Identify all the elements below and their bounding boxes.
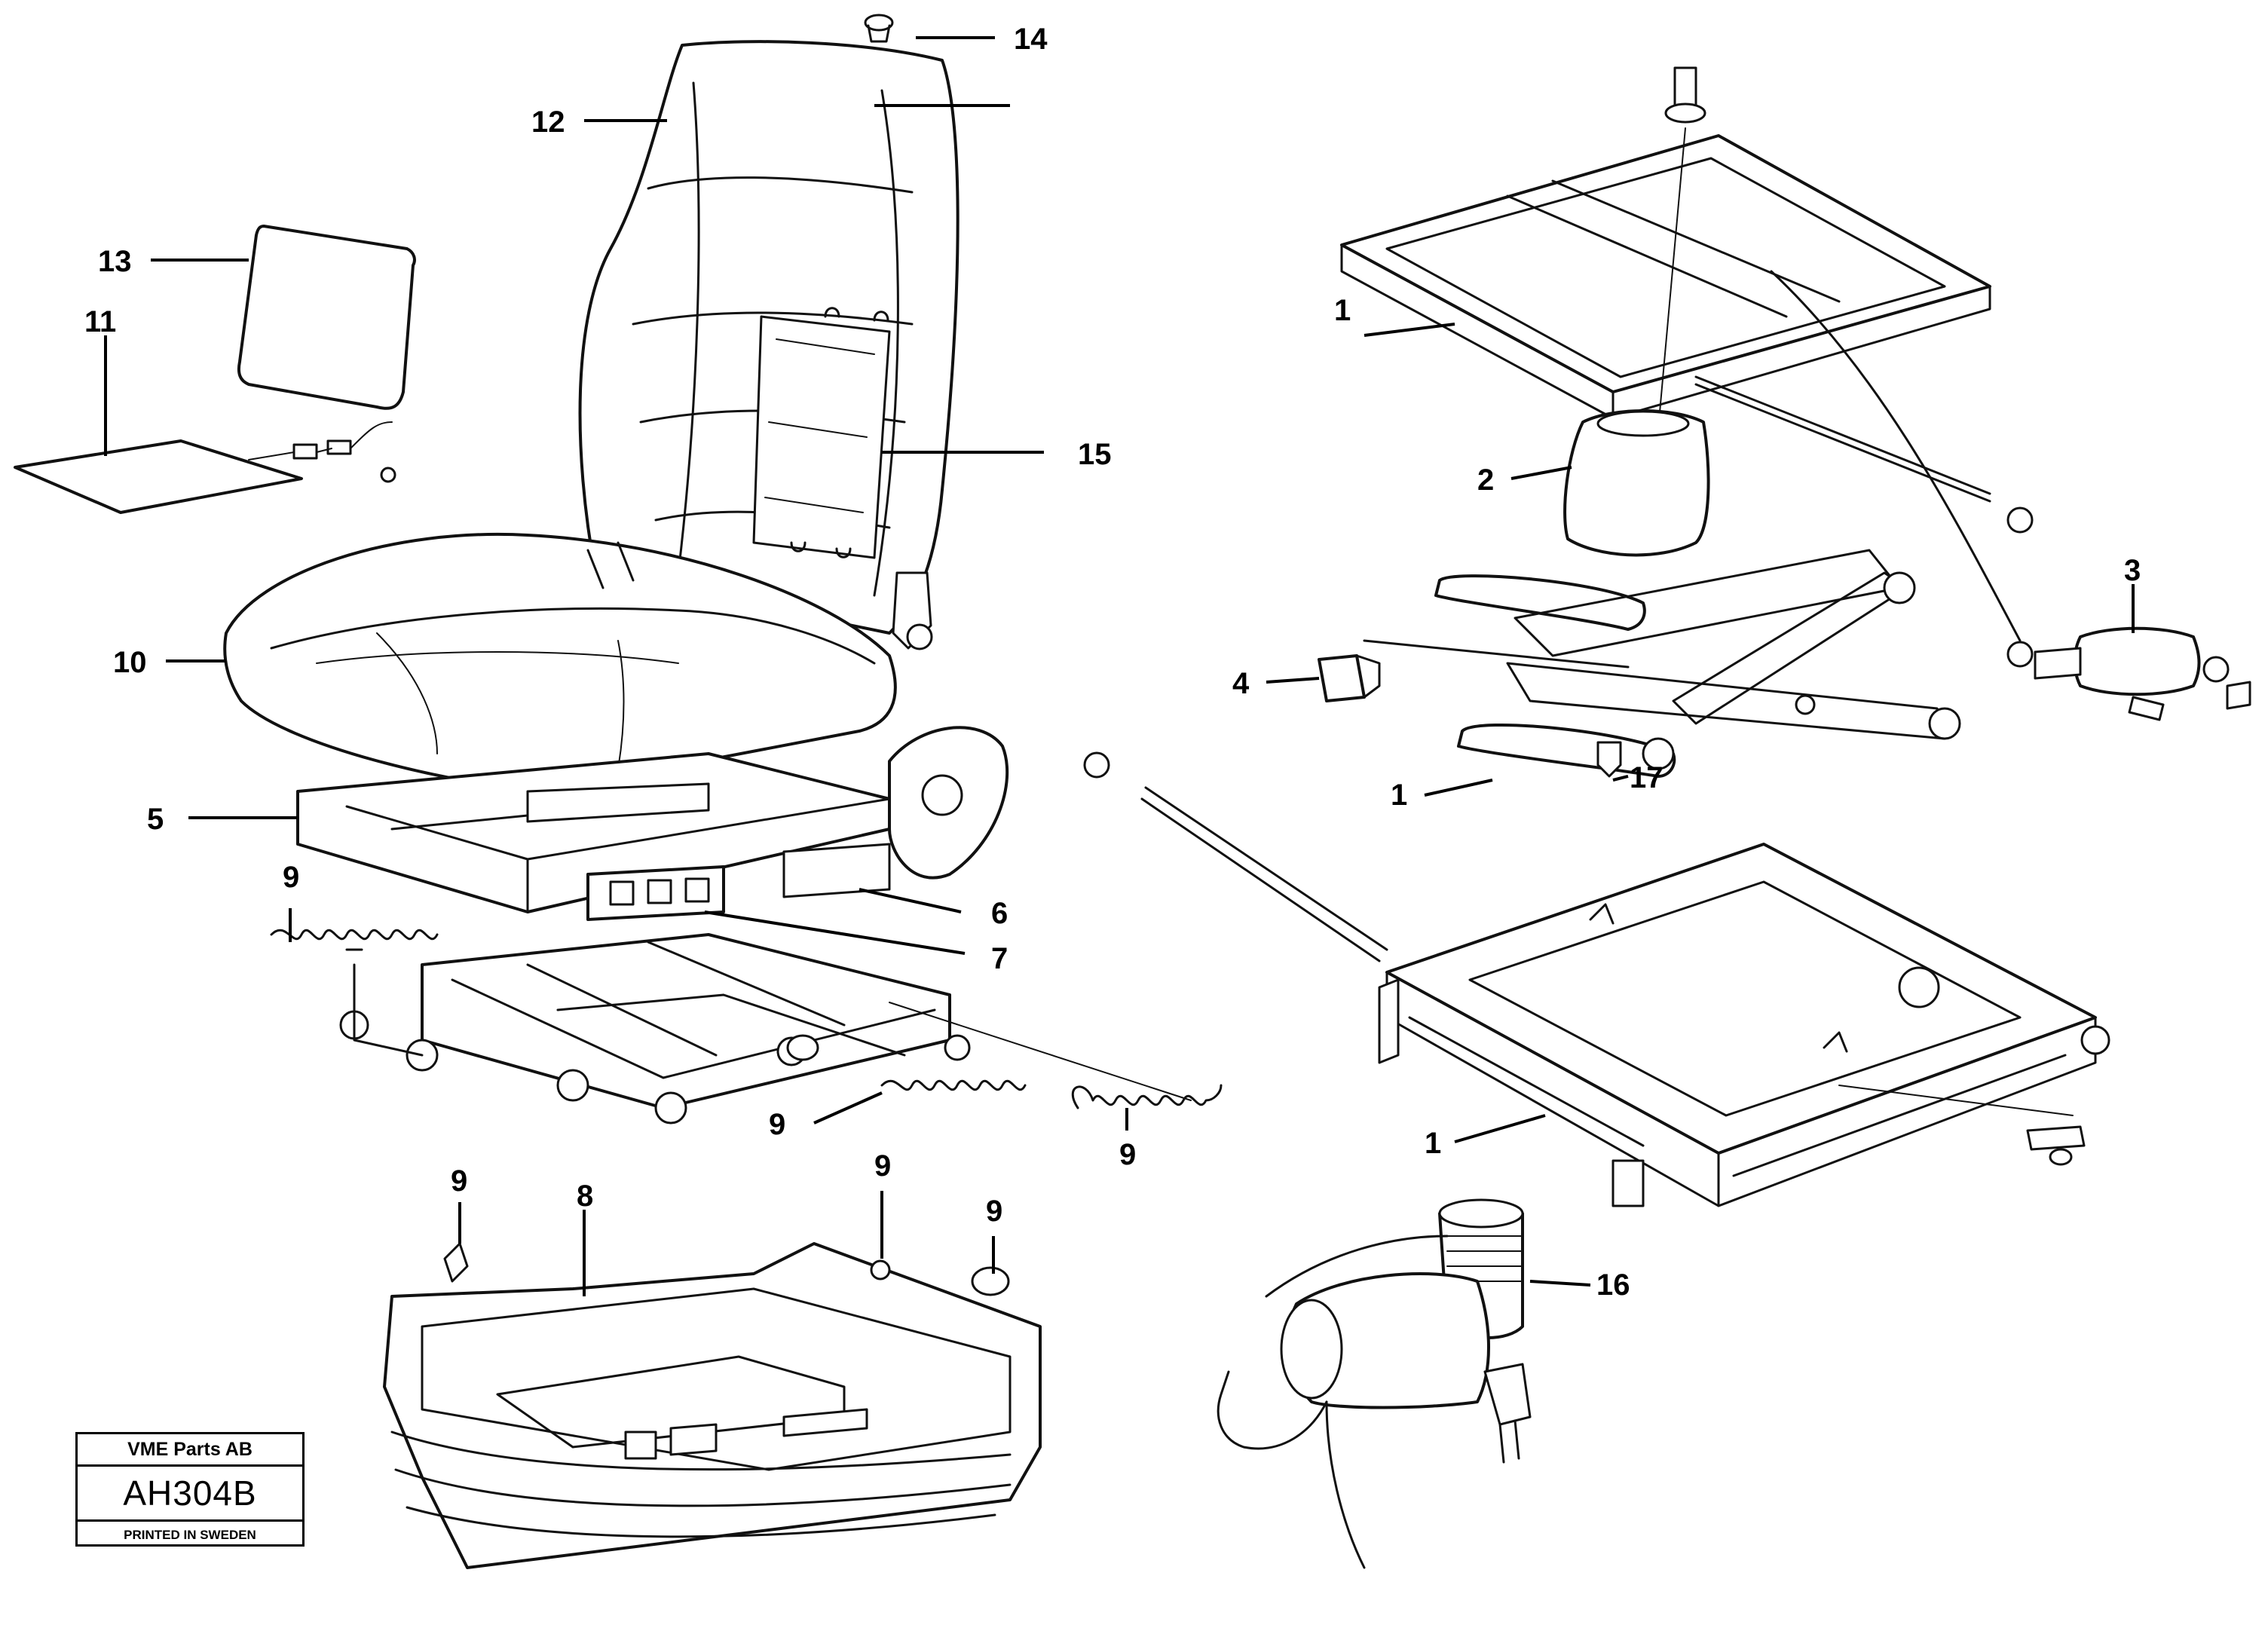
callout-labels: 14 12 13 11 15 10 5 9 6 7 9 9 9 8 9 9 1 … (84, 23, 2141, 1302)
callout-1-middle: 1 (1391, 779, 1407, 812)
callout-5: 5 (147, 803, 164, 836)
callout-11: 11 (84, 305, 116, 338)
callout-14: 14 (1014, 23, 1048, 56)
drawing-code: AH304B (78, 1467, 302, 1522)
callout-1-top: 1 (1334, 294, 1351, 327)
callout-6: 6 (991, 897, 1008, 930)
callout-9-right: 9 (1119, 1138, 1136, 1171)
callout-12: 12 (531, 106, 565, 139)
callout-9-upper-left: 9 (283, 861, 299, 894)
side-panel-and-pad (14, 225, 416, 514)
seat-pan (296, 726, 1009, 921)
title-block: VME Parts AB AH304B PRINTED IN SWEDEN (75, 1432, 305, 1547)
callout-2: 2 (1477, 464, 1494, 497)
callout-7: 7 (991, 942, 1008, 975)
bellows-base (383, 1242, 1042, 1569)
compressor (1217, 1198, 1532, 1569)
callout-16: 16 (1596, 1268, 1630, 1302)
leader-lines (104, 36, 2135, 1296)
callout-10: 10 (113, 646, 147, 679)
callout-13: 13 (98, 245, 132, 278)
company-name: VME Parts AB (78, 1434, 302, 1467)
callout-9-base-right: 9 (986, 1195, 1002, 1228)
slide-mechanism (270, 929, 1223, 1125)
callout-15: 15 (1078, 438, 1112, 471)
callout-9-base-mid: 9 (874, 1149, 891, 1183)
callout-9-middle: 9 (769, 1108, 785, 1141)
callout-8: 8 (577, 1180, 593, 1213)
callout-1-bottom: 1 (1425, 1127, 1441, 1160)
callout-3: 3 (2124, 554, 2141, 587)
seat-cushion (223, 532, 897, 793)
callout-9-base-left: 9 (451, 1164, 467, 1198)
callout-4: 4 (1232, 667, 1250, 700)
seat-backrest (578, 14, 960, 650)
suspension-frame (1083, 66, 2251, 1207)
callout-17: 17 (1630, 761, 1664, 794)
printed-note: PRINTED IN SWEDEN (124, 1528, 256, 1542)
